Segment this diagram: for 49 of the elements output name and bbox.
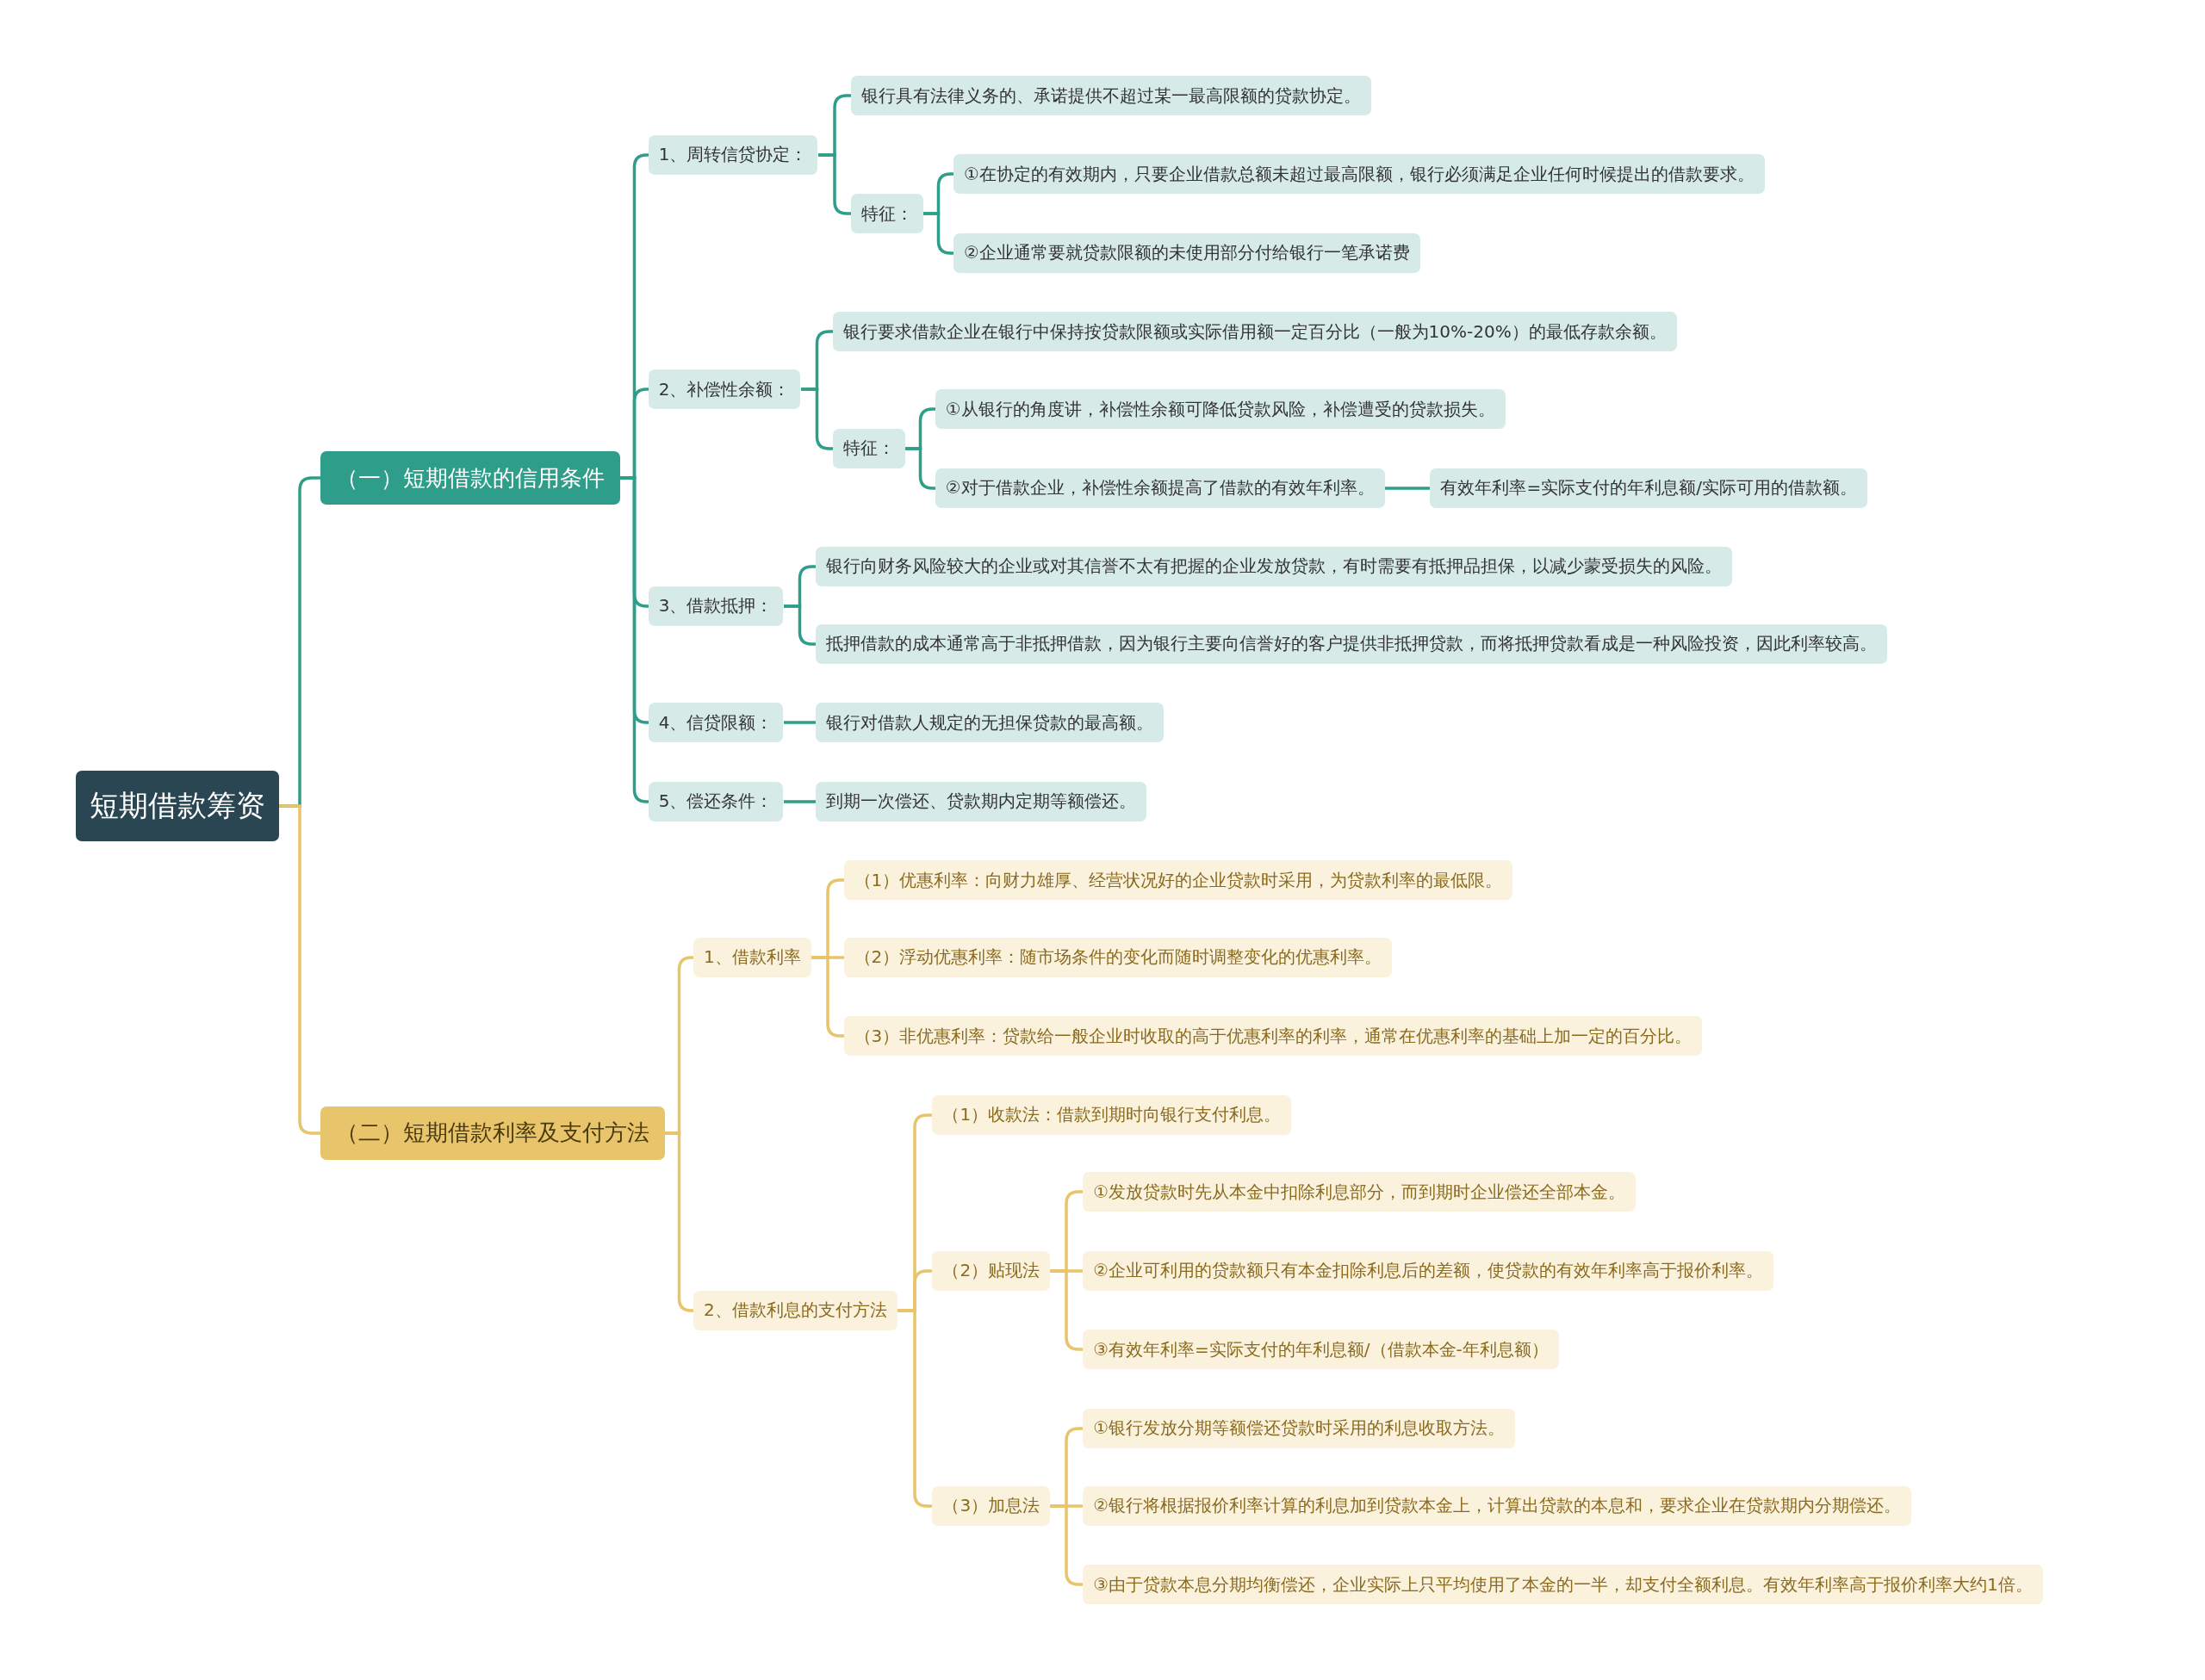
connector-line: [905, 447, 935, 490]
connector-line: [1385, 487, 1430, 490]
topic-box: 银行向财务风险较大的企业或对其信誉不太有把握的企业发放贷款，有时需要有抵押品担保，以减少蒙受损失的风险。: [815, 546, 1732, 586]
topic-box: ③有效年利率=实际支付的年利息额/（借款本金-年利息额）: [1083, 1330, 1559, 1370]
connector-line: [801, 387, 833, 450]
topic-box: 到期一次偿还、贷款期内定期等额偿还。: [815, 781, 1146, 821]
subtopic-box: 1、借款利率: [693, 937, 811, 977]
connector-line: [1050, 1504, 1083, 1586]
connector-line: [818, 153, 851, 215]
connector-line: [620, 476, 649, 803]
topic-box: （2）浮动优惠利率：随市场条件的变化而随时调整变化的优惠利率。: [843, 937, 1393, 977]
topic-box: ②银行将根据报价利率计算的利息加到贷款本金上，计算出贷款的本息和，要求企业在贷款期内分期偿还。: [1083, 1485, 1912, 1526]
branch-topic-box: （二）短期借款利率及支付方法: [320, 1106, 666, 1160]
topic-box: ①银行发放分期等额偿还贷款时采用的利息收取方法。: [1083, 1408, 1516, 1448]
topic-box: ②企业通常要就贷款限额的未使用部分付给银行一笔承诺费: [953, 232, 1420, 273]
topic-box: ①在协定的有效期内，只要企业借款总额未超过最高限额，银行必须满足企业任何时候提出的借款要求。: [953, 154, 1765, 195]
branch-topic-box: （一）短期借款的信用条件: [320, 451, 621, 505]
topic-box: （3）加息法: [932, 1485, 1051, 1526]
topic-box: ①发放贷款时先从本金中扣除利息部分，而到期时企业偿还全部本金。: [1083, 1172, 1637, 1212]
subtopic-box: 5、偿还条件：: [648, 781, 784, 821]
connector-line: [923, 212, 953, 255]
root-topic-box: 短期借款筹资: [76, 770, 280, 841]
topic-box: ③由于贷款本息分期均衡偿还，企业实际上只平均使用了本金的一半，却支付全额利息。有效年利率高于报价利率大约1倍。: [1083, 1565, 2043, 1604]
topic-box: 银行具有法律义务的、承诺提供不超过某一最高限额的贷款协定。: [850, 76, 1371, 115]
topic-box: ②企业可利用的贷款额只有本金扣除利息后的差额，使贷款的有效年利率高于报价利率。: [1083, 1250, 1774, 1291]
connector-line: [898, 1309, 932, 1508]
topic-box: （3）非优惠利率：贷款给一般企业时收取的高于优惠利率的利率，通常在优惠利率的基础上加一定的百分比。: [843, 1016, 1703, 1057]
topic-box: 银行要求借款企业在银行中保持按贷款限额或实际借用额一定百分比（一般为10%-20%）的最低存款余额。: [832, 312, 1677, 352]
topic-box: 有效年利率=实际支付的年利息额/实际可用的借款额。: [1430, 468, 1867, 508]
topic-box: （2）贴现法: [932, 1250, 1051, 1291]
subtopic-box: 1、周转信贷协定：: [648, 134, 818, 175]
topic-box: 特征：: [850, 194, 923, 234]
connector-line: [784, 604, 816, 646]
topic-box: （1）收款法：借款到期时向银行支付利息。: [932, 1094, 1292, 1135]
subtopic-box: 3、借款抵押：: [648, 586, 784, 626]
connector-line: [784, 800, 816, 803]
connector-line: [279, 804, 320, 1135]
topic-box: ①从银行的角度讲，补偿性余额可降低贷款风险，补偿遭受的贷款损失。: [935, 389, 1506, 430]
topic-box: 抵押借款的成本通常高于非抵押借款，因为银行主要向信誉好的客户提供非抵押贷款，而将抵押贷款看成是一种风险投资，因此利率较高。: [815, 623, 1887, 664]
subtopic-box: 4、信贷限额：: [648, 703, 784, 743]
topic-box: 银行对借款人规定的无担保贷款的最高额。: [815, 703, 1164, 743]
topic-box: （1）优惠利率：向财力雄厚、经营状况好的企业贷款时采用，为贷款利率的最低限。: [843, 860, 1513, 901]
connector-line: [784, 721, 816, 724]
topic-box: 特征：: [832, 428, 905, 468]
topic-box: ②对于借款企业，补偿性余额提高了借款的有效年利率。: [935, 468, 1385, 508]
connector-line: [1050, 1269, 1083, 1351]
subtopic-box: 2、补偿性余额：: [648, 369, 801, 410]
connector-line: [811, 956, 844, 1038]
subtopic-box: 2、借款利息的支付方法: [693, 1290, 898, 1330]
